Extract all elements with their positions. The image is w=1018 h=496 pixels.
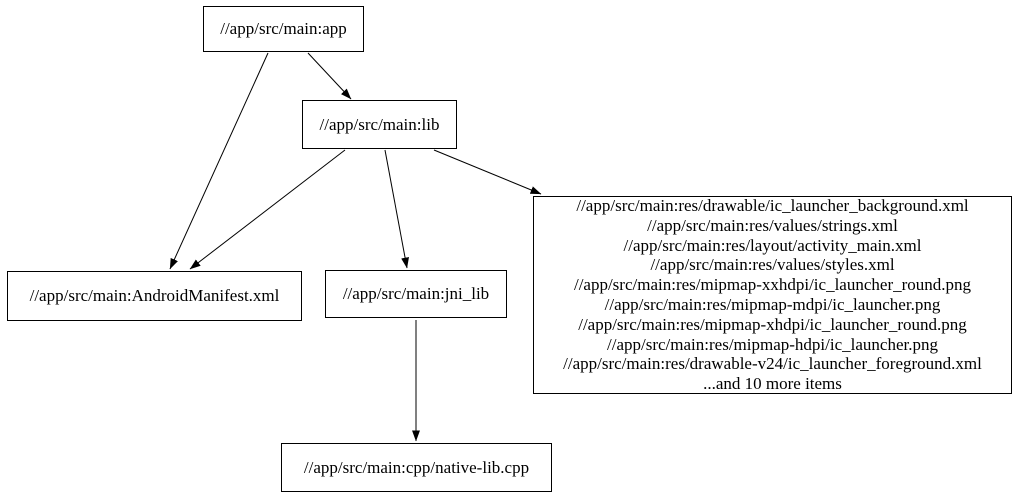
- node-lib-label: //app/src/main:lib: [319, 114, 440, 134]
- resource-line: //app/src/main:res/drawable-v24/ic_launc…: [563, 354, 982, 374]
- node-native-lib-cpp: //app/src/main:cpp/native-lib.cpp: [281, 443, 552, 492]
- edge-lib-to-jni-lib: [384, 149, 409, 269]
- resource-line: //app/src/main:res/mipmap-xxhdpi/ic_laun…: [573, 275, 972, 295]
- resource-line-more-items: ...and 10 more items: [703, 374, 842, 394]
- resource-line: //app/src/main:res/mipmap-xhdpi/ic_launc…: [578, 314, 967, 334]
- node-resources-group: //app/src/main:res/drawable/ic_launcher_…: [533, 196, 1012, 394]
- resource-line: //app/src/main:res/values/styles.xml: [650, 255, 895, 275]
- node-lib: //app/src/main:lib: [302, 100, 457, 149]
- resource-line: //app/src/main:res/mipmap-hdpi/ic_launch…: [607, 334, 938, 354]
- resource-line: //app/src/main:res/layout/activity_main.…: [623, 235, 922, 255]
- resource-line: //app/src/main:res/drawable/ic_launcher_…: [576, 196, 969, 216]
- resource-line: //app/src/main:res/mipmap-mdpi/ic_launch…: [604, 295, 941, 314]
- edge-app-to-lib: [307, 52, 352, 100]
- node-android-manifest: //app/src/main:AndroidManifest.xml: [7, 271, 302, 321]
- node-native-lib-cpp-label: //app/src/main:cpp/native-lib.cpp: [303, 457, 530, 477]
- edge-lib-to-android-manifest: [189, 149, 346, 270]
- node-app-label: //app/src/main:app: [220, 19, 347, 38]
- node-jni-lib-label: //app/src/main:jni_lib: [342, 284, 490, 303]
- node-android-manifest-label: //app/src/main:AndroidManifest.xml: [29, 286, 280, 305]
- edge-lib-to-resources: [433, 149, 542, 195]
- resource-line: //app/src/main:res/values/strings.xml: [647, 215, 898, 235]
- node-jni-lib: //app/src/main:jni_lib: [325, 270, 507, 318]
- node-app: //app/src/main:app: [203, 6, 364, 52]
- edge-app-to-android-manifest: [169, 52, 269, 270]
